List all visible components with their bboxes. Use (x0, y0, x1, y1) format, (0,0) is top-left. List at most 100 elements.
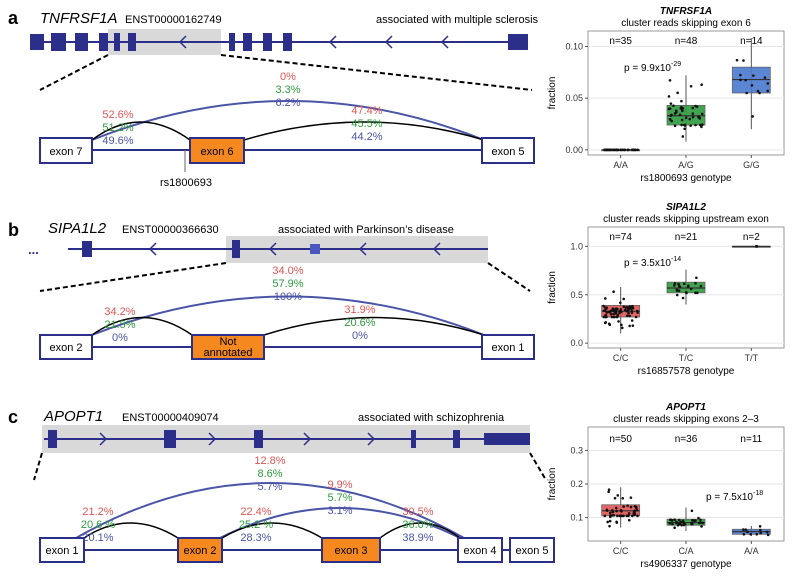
data-point (683, 127, 686, 131)
data-point (668, 79, 672, 82)
data-point (633, 512, 636, 515)
chart-title: APOPT1 (665, 402, 706, 413)
exon-block (411, 430, 416, 448)
data-point (605, 311, 609, 314)
pct-value: 22.4% (240, 506, 271, 518)
data-point (688, 117, 692, 121)
data-point (693, 519, 696, 523)
exon-block (243, 33, 252, 51)
exon-block (229, 33, 235, 51)
data-point (615, 148, 619, 152)
pct-value: 30.5% (402, 506, 433, 518)
data-point (673, 518, 676, 521)
pct-value: 28.3% (240, 532, 271, 544)
data-point (615, 509, 618, 513)
data-point (677, 289, 681, 292)
data-point (742, 59, 745, 62)
arc-23 (221, 522, 323, 539)
exon-block (263, 33, 272, 51)
data-point (745, 91, 748, 95)
data-point (675, 293, 679, 297)
arc-left-a (91, 121, 191, 141)
data-point (607, 488, 611, 491)
exon-box-highlight (177, 537, 223, 563)
pct-value: 3.1% (327, 505, 352, 517)
transcript-b: ENST00000366630 (122, 224, 219, 236)
data-point (681, 296, 685, 300)
data-point (610, 315, 614, 319)
data-point (616, 313, 619, 317)
data-point (615, 521, 619, 524)
data-point (602, 315, 606, 319)
pct-value: 36.0% (402, 519, 433, 531)
data-point (618, 311, 621, 315)
pct-value: 21.2% (82, 506, 113, 518)
data-point (611, 514, 614, 517)
data-point (756, 89, 760, 93)
data-point (750, 84, 754, 87)
skip-arc-c2 (219, 507, 461, 539)
x-tick-label: C/C (613, 353, 629, 363)
data-point (619, 148, 622, 152)
arc-12 (83, 522, 179, 539)
exon-block (453, 430, 460, 448)
panel-label-c: c (8, 407, 18, 427)
gene-name-c: APOPT1 (43, 408, 103, 425)
data-point (603, 148, 607, 152)
data-point (608, 524, 611, 528)
exon-label: exon 7 (49, 146, 82, 158)
data-point (669, 518, 673, 522)
data-point (700, 112, 704, 116)
x-tick-label: T/T (745, 353, 759, 363)
data-point (628, 324, 632, 328)
exon-box (509, 537, 555, 563)
arc-right-a (243, 121, 485, 141)
data-point (620, 510, 623, 513)
data-point (689, 287, 693, 291)
data-point (684, 116, 688, 120)
data-point (682, 520, 685, 524)
data-point (735, 58, 739, 62)
x-axis-label: rs1800693 genotype (640, 173, 732, 184)
p-value-exponent: -29 (671, 61, 681, 68)
data-point (629, 496, 633, 499)
exon-box (39, 137, 93, 164)
data-point (682, 282, 686, 286)
association-c: associated with schizophrenia (358, 412, 505, 424)
exon-box (39, 537, 85, 563)
data-point (609, 511, 612, 515)
data-point (670, 119, 673, 123)
data-point (636, 514, 639, 518)
x-tick-label: C/A (678, 546, 693, 556)
data-point (744, 528, 748, 531)
gene-name-a: TNFRSF1A (40, 10, 118, 27)
data-point (622, 148, 626, 152)
data-point (694, 123, 697, 127)
pct-value: 0% (280, 71, 296, 83)
data-point (614, 307, 617, 311)
data-point (679, 107, 683, 110)
exon-block (254, 430, 263, 448)
exon-box (457, 537, 503, 563)
data-point (680, 118, 684, 122)
pct-value: 51.2% (102, 122, 133, 134)
exon-box-highlight (189, 137, 245, 164)
data-point (700, 83, 703, 87)
data-point (752, 74, 755, 77)
data-point (613, 496, 617, 500)
data-point (608, 323, 612, 327)
n-label: n=11 (740, 434, 762, 445)
p-value-exponent: -14 (671, 256, 681, 263)
data-point (763, 76, 767, 79)
zoom-dash-right-b (487, 262, 531, 292)
exon-block (75, 33, 88, 51)
data-point (695, 291, 699, 295)
panel-label-a: a (8, 8, 19, 28)
data-point (603, 309, 607, 312)
data-point (691, 519, 694, 522)
zoom-dash-right-c (529, 452, 547, 481)
pct-value: 6.2% (275, 97, 300, 109)
data-point (668, 107, 672, 110)
data-point (676, 91, 679, 95)
x-axis-label: rs16857578 genotype (638, 366, 735, 377)
